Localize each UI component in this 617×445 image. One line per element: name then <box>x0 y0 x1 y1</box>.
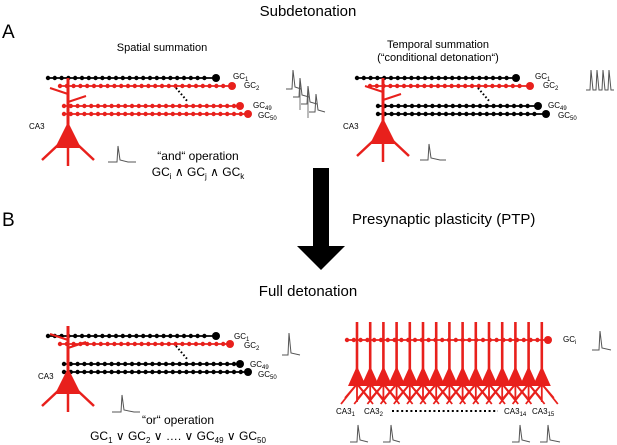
trace-b2-ca3-15 <box>540 424 561 443</box>
gc1-label-a2: GC1 <box>535 72 551 83</box>
trace-a1-gc-4 <box>309 93 326 113</box>
trace-b2-ca3-2 <box>383 424 401 443</box>
trace-a1-gc-2 <box>293 77 310 98</box>
fiber-gc1-b1 <box>45 332 220 340</box>
subdetonation-heading: Subdetonation <box>260 3 357 20</box>
ca3-population-cell <box>485 322 519 405</box>
gc50-label-a1: GC50 <box>258 111 277 122</box>
ca3-label-a1: CA3 <box>29 122 45 131</box>
ca3-population-cell <box>366 322 401 405</box>
mossy-fiber-groups <box>45 74 552 376</box>
ca3-2-label: CA32 <box>364 407 384 418</box>
ca3-population-cell <box>498 322 533 405</box>
full-detonation-heading: Full detonation <box>259 283 357 300</box>
trace-b1-gc <box>282 332 301 356</box>
trace-b2-ca3-1 <box>350 424 369 443</box>
gc2-label-b1: GC2 <box>244 341 260 352</box>
and-operation-expression: GCi ∧ GCj ∧ GCk <box>152 165 245 181</box>
gci-label-b2: GCi <box>563 335 576 346</box>
voltage-traces <box>108 69 614 443</box>
ca3-population-cell <box>340 322 374 405</box>
ca3-population-cell <box>511 322 546 405</box>
trace-b2-ca3-14 <box>512 424 531 443</box>
ca3-population-cell <box>353 322 387 405</box>
temporal-summation-title: Temporal summation <box>387 39 489 51</box>
gc2-label-a1: GC2 <box>244 81 260 92</box>
ca3-1-label: CA31 <box>336 407 356 418</box>
ptp-heading: Presynaptic plasticity (PTP) <box>352 211 535 228</box>
fiber-gap-a2 <box>477 87 491 103</box>
ca3-neuron-a1 <box>41 78 95 166</box>
trace-a1-gc-1 <box>286 69 302 90</box>
fiber-gc1-a2 <box>354 74 520 82</box>
ca3-population-cell <box>525 322 559 405</box>
fiber-gc2-a1 <box>57 82 236 90</box>
ca3-population <box>340 322 559 405</box>
gc49-label-a1: GC49 <box>253 101 272 112</box>
ca3-population-cell <box>459 322 493 405</box>
panel-b-label: B <box>2 210 15 231</box>
gc2-label-a2: GC2 <box>543 81 559 92</box>
fiber-gap-b1 <box>175 345 189 361</box>
gc50-label-a2: GC50 <box>558 111 577 122</box>
gc49-label-b1: GC49 <box>250 360 269 371</box>
fiber-gc2-a2 <box>367 82 534 90</box>
gc1-label-b1: GC1 <box>234 332 250 343</box>
fiber-gc49-b1 <box>61 360 244 368</box>
panel-a-label: A <box>2 22 15 43</box>
or-operation-expression: GC1 ∨ GC2 ∨ …. ∨ GC49 ∨ GC50 <box>90 429 266 445</box>
ca3-population-cell <box>472 322 506 405</box>
fiber-gc50-b1 <box>61 368 252 376</box>
ca3-neuron-a2 <box>356 78 410 162</box>
transition-arrow <box>297 168 345 270</box>
gc1-label-a1: GC1 <box>233 72 249 83</box>
fiber-gc1-a1 <box>45 74 220 82</box>
fiber-gc50-a1 <box>61 110 252 118</box>
fiber-gc50-a2 <box>375 110 550 118</box>
trace-a1-ca3 <box>108 145 136 163</box>
ca3-population-cell <box>379 322 414 405</box>
trace-a1-gc-3 <box>301 85 318 105</box>
trace-a2-ca3 <box>420 143 446 161</box>
gc49-label-a2: GC49 <box>548 101 567 112</box>
trace-b1-ca3 <box>112 394 140 413</box>
fiber-gap-a1 <box>175 87 189 103</box>
and-operation-title: “and“ operation <box>157 149 238 163</box>
ca3-label-a2: CA3 <box>343 122 359 131</box>
ca3-population-cell <box>432 322 467 405</box>
trace-b2-gc <box>592 330 612 351</box>
ca3-population-cell <box>393 322 427 405</box>
fiber-gc2-b1 <box>57 340 234 348</box>
ca3-population-cell <box>406 322 440 405</box>
fiber-gc49-a1 <box>61 102 244 110</box>
ca3-neuron-b1 <box>41 326 95 412</box>
fiber-gc49-a2 <box>375 102 542 110</box>
ca3-label-b1: CA3 <box>38 372 54 381</box>
trace-a2-gc-burst <box>586 69 614 91</box>
ca3-14-label: CA314 <box>504 407 527 418</box>
or-operation-title: “or“ operation <box>142 413 214 427</box>
conditional-detonation-subtitle: (“conditional detonation“) <box>377 52 499 64</box>
gc50-label-b1: GC50 <box>258 370 277 381</box>
ca3-15-label: CA315 <box>532 407 555 418</box>
ca3-population-cell <box>445 322 480 405</box>
spatial-summation-title: Spatial summation <box>117 42 208 54</box>
ca3-population-cell <box>419 322 453 405</box>
